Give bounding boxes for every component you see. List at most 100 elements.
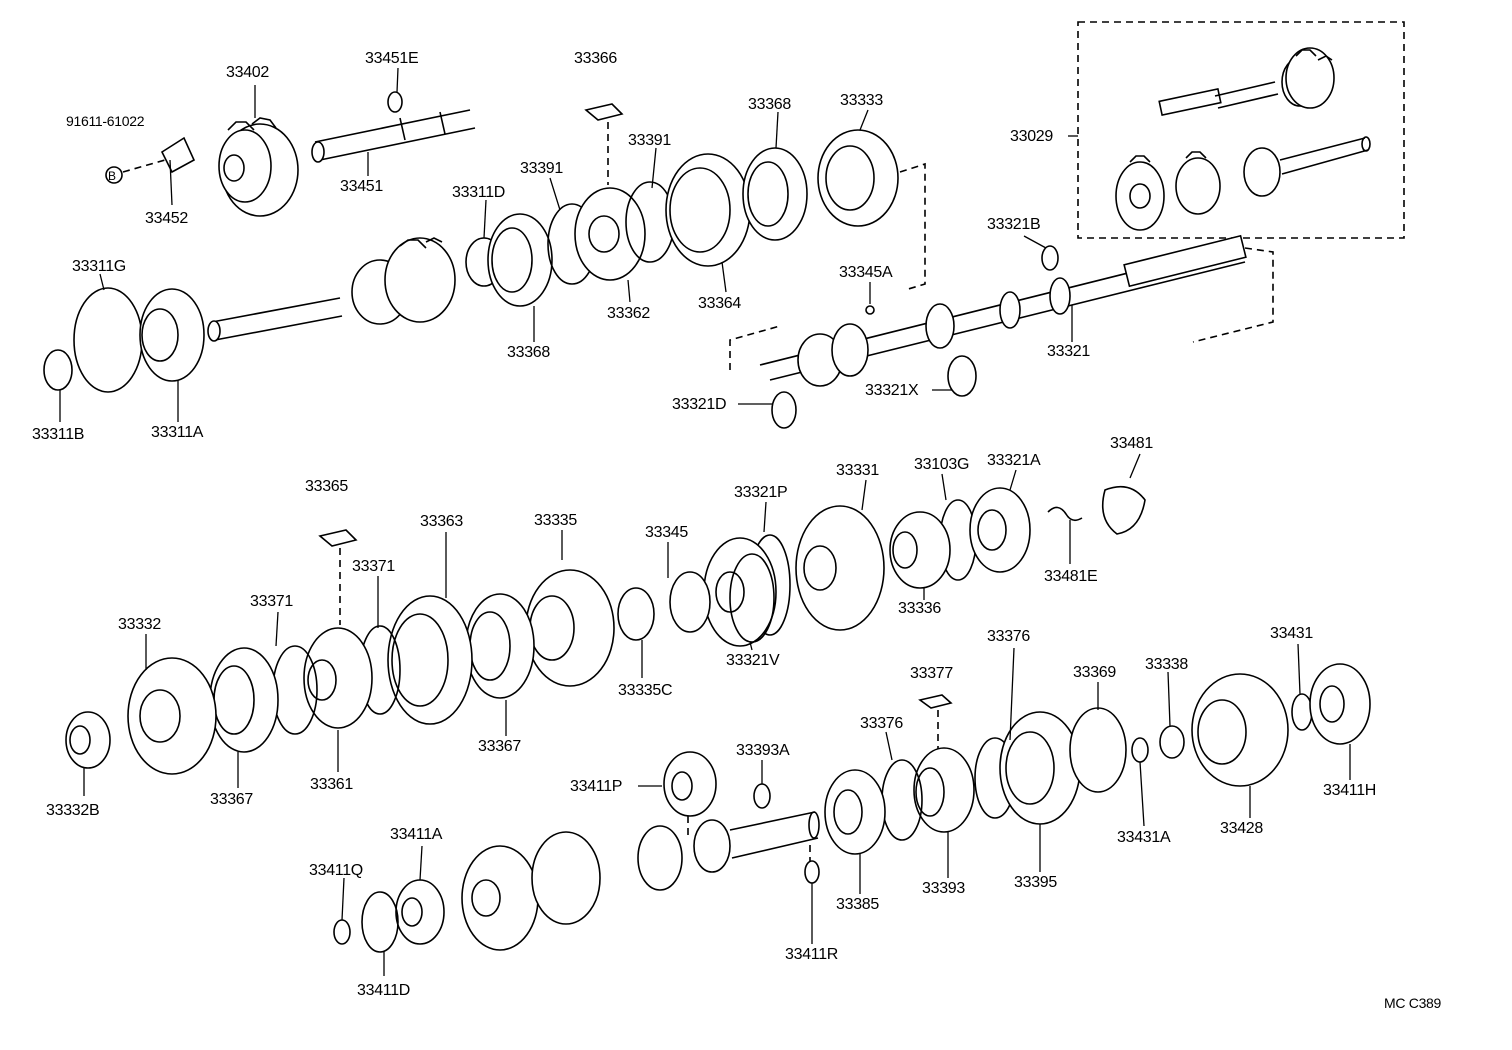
label-33411R: 33411R	[785, 946, 839, 963]
label-33321A: 33321A	[987, 452, 1041, 469]
part-33451E	[387, 91, 403, 113]
part-counter-shaft	[461, 811, 820, 951]
label-33311G: 33311G	[72, 258, 126, 275]
part-33368-left	[487, 213, 553, 307]
part-33321D	[771, 391, 797, 429]
part-33385	[824, 769, 886, 855]
part-33311B	[43, 349, 73, 391]
part-33361	[303, 627, 373, 729]
label-33321: 33321	[1047, 343, 1090, 360]
part-33321X	[947, 355, 977, 397]
label-33451: 33451	[340, 178, 383, 195]
label-33376-top: 33376	[987, 628, 1030, 645]
part-input-shaft	[207, 237, 456, 342]
label-33361: 33361	[310, 776, 353, 793]
label-33321P: 33321P	[734, 484, 788, 501]
label-33362: 33362	[607, 305, 650, 322]
assembly-33029-box	[1068, 21, 1405, 239]
label-33391-right: 33391	[628, 132, 671, 149]
part-33332B	[65, 711, 111, 769]
part-33411Q	[333, 919, 351, 945]
part-33393	[913, 747, 975, 833]
part-33411R	[804, 860, 820, 884]
label-33371-right: 33371	[352, 558, 395, 575]
part-33367-right	[465, 593, 535, 699]
label-33451E: 33451E	[365, 50, 419, 67]
part-33311G	[73, 287, 143, 393]
part-33366	[584, 103, 624, 121]
label-33311D: 33311D	[452, 184, 506, 201]
label-33393A: 33393A	[736, 742, 790, 759]
part-33411P	[663, 751, 717, 817]
part-33411H	[1309, 663, 1371, 745]
label-33336: 33336	[898, 600, 941, 617]
label-33402: 33402	[226, 64, 269, 81]
part-33428	[1191, 673, 1289, 787]
part-33411A	[395, 879, 445, 945]
part-33338	[1159, 725, 1185, 759]
label-33431A: 33431A	[1117, 829, 1171, 846]
part-33365	[318, 529, 358, 547]
part-33452	[160, 136, 196, 174]
label-33367-left: 33367	[210, 791, 253, 808]
part-33377	[918, 694, 953, 709]
label-33335C: 33335C	[618, 682, 673, 699]
label-33371-left: 33371	[250, 593, 293, 610]
part-33481E	[1047, 506, 1083, 522]
part-33411D	[361, 891, 399, 953]
part-33363	[387, 595, 473, 725]
label-33338: 33338	[1145, 656, 1188, 673]
label-33321V: 33321V	[726, 652, 780, 669]
part-33335	[525, 569, 615, 687]
label-33321X: 33321X	[865, 382, 919, 399]
label-33332: 33332	[118, 616, 161, 633]
label-33029: 33029	[1010, 128, 1053, 145]
part-33431	[1291, 693, 1313, 731]
label-33368-bottom: 33368	[507, 344, 550, 361]
label-33331: 33331	[836, 462, 879, 479]
label-33311B: 33311B	[32, 426, 85, 443]
label-33311A: 33311A	[151, 424, 204, 441]
label-33366: 33366	[574, 50, 617, 67]
label-33481: 33481	[1110, 435, 1153, 452]
drawing-code: MC C389	[1384, 995, 1442, 1011]
part-33431A	[1131, 737, 1149, 763]
part-33369	[1069, 707, 1127, 793]
assembly-shaft-upper	[1158, 47, 1335, 117]
label-33428: 33428	[1220, 820, 1263, 837]
label-33411A: 33411A	[390, 826, 443, 843]
label-33395: 33395	[1014, 874, 1057, 891]
label-33411P: 33411P	[570, 778, 623, 795]
part-33345A	[865, 305, 875, 315]
part-33481	[1101, 485, 1146, 535]
bubble-letter: B	[108, 169, 116, 183]
label-33393: 33393	[922, 880, 965, 897]
assembly-shaft-lower	[1115, 136, 1371, 231]
part-33367-left	[209, 647, 279, 753]
label-33411H: 33411H	[1323, 782, 1377, 799]
label-33364: 33364	[698, 295, 741, 312]
label-33411D: 33411D	[357, 982, 411, 999]
label-33481E: 33481E	[1044, 568, 1098, 585]
label-33368-top: 33368	[748, 96, 791, 113]
label-33411Q: 33411Q	[309, 862, 363, 879]
label-33345A: 33345A	[839, 264, 893, 281]
part-33368-right	[742, 147, 808, 241]
label-33377: 33377	[910, 665, 953, 682]
label-91611-61022: 91611-61022	[66, 113, 145, 129]
part-33332	[127, 657, 217, 775]
part-33331	[795, 505, 885, 631]
label-33369: 33369	[1073, 664, 1116, 681]
part-33362	[574, 187, 646, 281]
part-33451	[311, 109, 476, 163]
label-33321D: 33321D	[672, 396, 727, 413]
part-33335C	[617, 587, 655, 641]
label-33103G: 33103G	[914, 456, 970, 473]
part-33321B	[1041, 245, 1059, 271]
part-bubble-b	[105, 159, 166, 184]
label-33391-left: 33391	[520, 160, 563, 177]
label-33332B: 33332B	[46, 802, 100, 819]
part-33321	[759, 234, 1247, 387]
